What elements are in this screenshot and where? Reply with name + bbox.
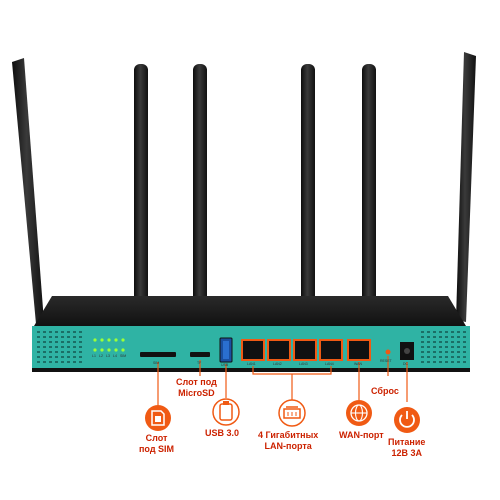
vent-right — [420, 330, 468, 364]
vent-left — [34, 330, 82, 364]
tf-slot[interactable] — [190, 352, 210, 357]
lan3-port[interactable] — [293, 339, 317, 361]
label-wan: WAN — [354, 362, 363, 366]
lan1-port[interactable] — [241, 339, 265, 361]
label-lan1: LAN1 — [247, 362, 256, 366]
label-usb: USB — [221, 363, 229, 367]
label-lan2: LAN2 — [273, 362, 282, 366]
antenna-right-outer — [456, 52, 476, 322]
antenna-4 — [362, 64, 376, 326]
lan4-port[interactable] — [319, 339, 343, 361]
globe-icon — [346, 400, 372, 426]
callout-usb: USB 3.0 — [205, 428, 240, 438]
label-dc: DC — [403, 362, 409, 366]
led-label-3: L3 — [106, 354, 110, 358]
label-tf: TF — [197, 361, 202, 365]
callout-wan: WAN-порт — [339, 430, 384, 440]
antenna-2 — [193, 64, 207, 326]
sim-slot[interactable] — [140, 352, 176, 357]
led-label-5: SIM — [120, 354, 127, 358]
usb-drive-icon — [212, 398, 240, 426]
lan2-port[interactable] — [267, 339, 291, 361]
antennas — [12, 52, 476, 326]
antenna-left-outer — [12, 58, 44, 324]
sim-card-icon — [145, 405, 171, 431]
callout-sim: Слот под SIM — [139, 433, 175, 454]
led-label-4: L4 — [113, 354, 117, 358]
callout-lines — [157, 356, 408, 405]
router-bottom-shadow — [32, 368, 470, 372]
label-reset: RESET — [380, 359, 392, 363]
reset-button[interactable] — [385, 349, 391, 355]
callout-microsd: Слот под MicroSD — [176, 377, 217, 398]
power-icon — [394, 407, 420, 433]
callout-power: Питание 12В 3А — [388, 437, 426, 458]
led-label-1: L1 — [92, 354, 96, 358]
label-sim: SIM — [153, 361, 160, 365]
lan-ports — [241, 339, 343, 361]
led-label-2: L2 — [99, 354, 103, 358]
router-top — [34, 296, 466, 326]
antenna-1 — [134, 64, 148, 326]
status-leds — [93, 338, 125, 352]
wan-port[interactable] — [347, 339, 371, 361]
callout-lan: 4 Гигабитных LAN-порта — [258, 430, 319, 451]
label-lan4: LAN4 — [325, 362, 334, 366]
ethernet-icon — [278, 399, 306, 427]
antenna-3 — [301, 64, 315, 326]
callout-reset: Сброс — [371, 386, 399, 396]
label-lan3: LAN3 — [299, 362, 308, 366]
